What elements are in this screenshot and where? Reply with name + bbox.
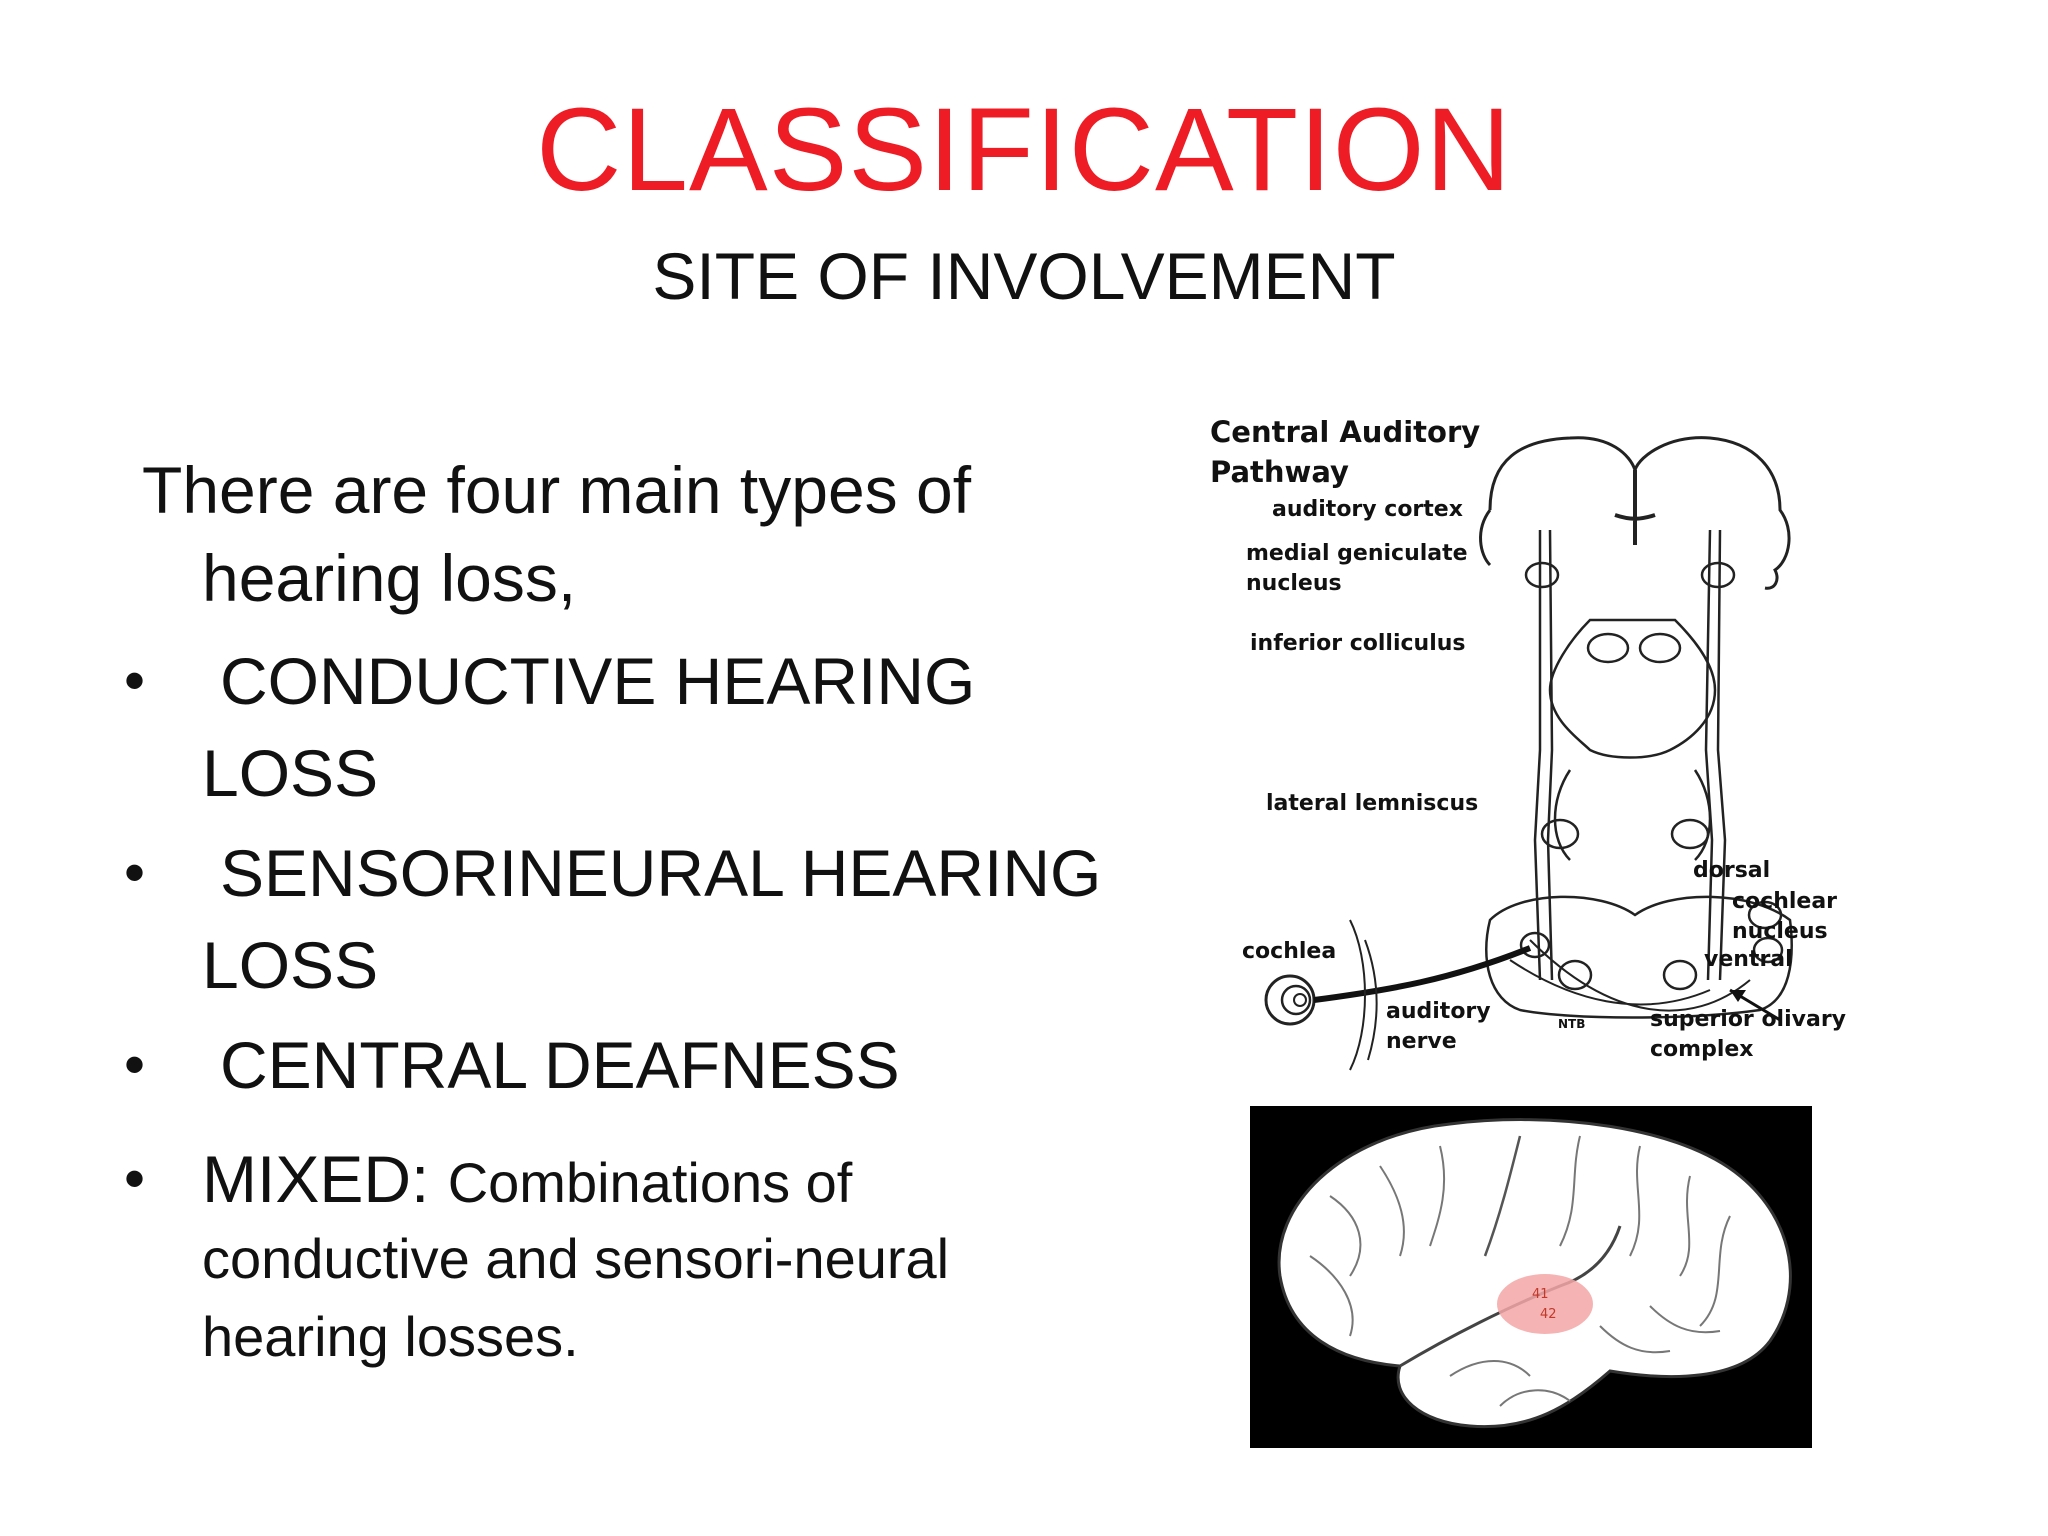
label-lateral-lemniscus: lateral lemniscus bbox=[1266, 791, 1478, 816]
bullet: • bbox=[124, 647, 146, 714]
label-nucleus: nucleus bbox=[1732, 919, 1828, 944]
bullet: • bbox=[124, 1145, 146, 1212]
auditory-nerve bbox=[1313, 945, 1532, 1003]
label-cochlear: cochlear bbox=[1732, 889, 1837, 914]
tract-right bbox=[1704, 529, 1727, 981]
cortex-outline bbox=[1488, 436, 1791, 590]
slide-subtitle: SITE OF INVOLVEMENT bbox=[652, 239, 1396, 313]
label-auditory-cortex: auditory cortex bbox=[1272, 497, 1463, 522]
body-text: There are four main types of hearing los… bbox=[124, 446, 1122, 1368]
intro-line-2: hearing loss, bbox=[202, 541, 577, 615]
list-item-line-2: LOSS bbox=[202, 928, 379, 1002]
label-complex: complex bbox=[1650, 1037, 1753, 1062]
list-item-line-1: CONDUCTIVE HEARING bbox=[220, 644, 976, 718]
label-medial-geniculate-nucleus: nucleus bbox=[1246, 571, 1342, 596]
label-ventral: ventral bbox=[1704, 947, 1793, 972]
pathway-title-2: Pathway bbox=[1210, 455, 1349, 489]
mixed-rest: Combinations of bbox=[447, 1151, 853, 1214]
intro-text: There are four main types of hearing los… bbox=[142, 446, 1122, 622]
brain-figure: 41 42 bbox=[1250, 1106, 1812, 1448]
brain-outline bbox=[1277, 1118, 1792, 1429]
label-dorsal: dorsal bbox=[1693, 858, 1770, 883]
central-auditory-pathway-figure: Central Auditory Pathway auditory cortex… bbox=[1190, 415, 1870, 1080]
pathway-title-1: Central Auditory bbox=[1210, 420, 1480, 449]
list-item-line-2: LOSS bbox=[202, 736, 379, 810]
mixed-label: MIXED: bbox=[202, 1142, 430, 1216]
auditory-cortex-highlight bbox=[1497, 1274, 1593, 1334]
bullet: • bbox=[124, 839, 146, 906]
label-inferior-colliculus: inferior colliculus bbox=[1250, 631, 1466, 656]
area-41-label: 41 bbox=[1532, 1287, 1549, 1302]
label-cochlea: cochlea bbox=[1242, 939, 1336, 964]
label-auditory: auditory bbox=[1386, 999, 1491, 1024]
brain-diagram: 41 42 bbox=[1277, 1118, 1792, 1429]
label-medial-geniculate: medial geniculate bbox=[1246, 541, 1468, 566]
mixed-heading: MIXED: Combinations of bbox=[202, 1134, 852, 1228]
tract-left bbox=[1533, 529, 1554, 981]
slide-title: CLASSIFICATION bbox=[536, 84, 1512, 216]
list-item-line-1: SENSORINEURAL HEARING bbox=[220, 836, 1102, 910]
label-superior-olivary: superior olivary bbox=[1650, 1007, 1846, 1032]
medulla-outline bbox=[1485, 895, 1793, 1019]
list-item-line-1: CENTRAL DEAFNESS bbox=[220, 1028, 900, 1102]
bullet: • bbox=[124, 1031, 146, 1098]
mixed-line-2: conductive and sensori-neural bbox=[202, 1227, 950, 1290]
mixed-line-3: hearing losses. bbox=[202, 1305, 579, 1368]
pathway-diagram: Central Auditory Pathway auditory cortex… bbox=[1210, 415, 1846, 1071]
area-42-label: 42 bbox=[1540, 1307, 1557, 1322]
intro-line-1: There are four main types of bbox=[142, 453, 972, 527]
midbrain-outline bbox=[1548, 618, 1717, 759]
label-ntb: NTB bbox=[1558, 1017, 1585, 1031]
label-nerve: nerve bbox=[1386, 1029, 1457, 1054]
